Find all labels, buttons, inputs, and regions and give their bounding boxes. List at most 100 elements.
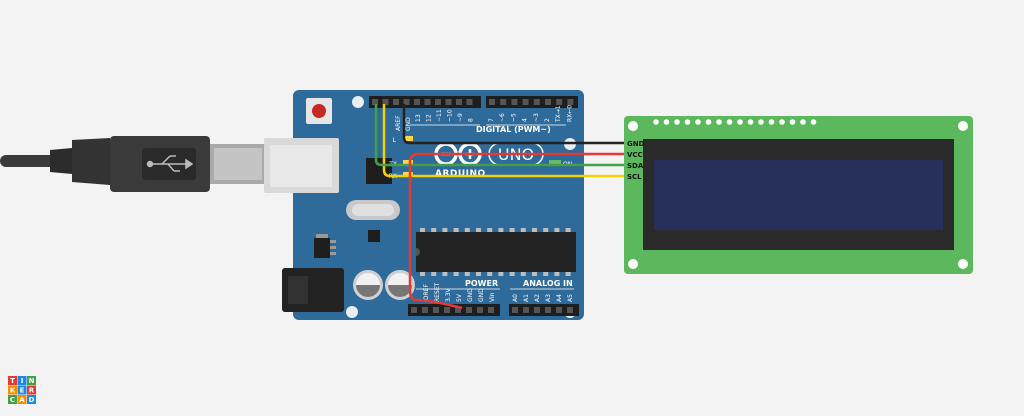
pin-socket[interactable] [372, 99, 378, 105]
pin-socket[interactable] [414, 99, 420, 105]
lcd-pin-hole[interactable] [695, 119, 701, 125]
capacitor [385, 270, 415, 300]
pin-socket[interactable] [500, 99, 507, 105]
pin-socket[interactable] [488, 307, 494, 313]
pin-label: Vin [489, 292, 496, 302]
power-jack-opening [288, 276, 308, 304]
pin-socket[interactable] [433, 307, 439, 313]
logo-letter: E [20, 387, 25, 395]
lcd-pin-hole[interactable] [779, 119, 785, 125]
pin-socket[interactable] [533, 99, 540, 105]
pin-socket[interactable] [545, 307, 551, 313]
reset-button-cap[interactable] [312, 104, 326, 118]
analog-header[interactable] [509, 304, 579, 316]
lcd-pin-hole[interactable] [789, 119, 796, 125]
mount-hole [958, 121, 968, 131]
pin-label: GND [467, 288, 474, 302]
power-header[interactable] [408, 304, 500, 316]
wire-gnd[interactable] [402, 104, 624, 145]
lcd-pin-hole[interactable] [716, 119, 722, 125]
pin-socket[interactable] [382, 99, 389, 105]
pin-label: A4 [556, 294, 563, 302]
pin-socket[interactable] [489, 99, 495, 105]
pin-label: GND [478, 288, 485, 302]
pin-label: 8 [468, 118, 475, 122]
mount-hole [628, 121, 638, 131]
lcd-pin-hole[interactable] [747, 119, 754, 125]
pin-socket[interactable] [424, 99, 431, 105]
pin-socket[interactable] [523, 307, 529, 313]
usb-plug-neck [72, 138, 110, 185]
crystal-face [352, 204, 394, 216]
pin-label: ~10 [447, 109, 454, 122]
logo-letter: A [19, 396, 25, 404]
pin-socket[interactable] [456, 99, 462, 105]
pin-socket[interactable] [567, 99, 574, 105]
pin-label: 13 [415, 114, 422, 122]
analog-header-label: ANALOG IN [523, 279, 573, 288]
pin-socket[interactable] [403, 99, 410, 105]
wire-sda[interactable] [374, 104, 624, 167]
pin-socket[interactable] [466, 307, 472, 313]
pin-label: 3.3V [445, 287, 452, 302]
lcd-pin-hole[interactable] [768, 119, 775, 125]
lcd-pin-hole[interactable] [810, 119, 817, 125]
lcd-pin-hole[interactable] [726, 119, 733, 125]
pin-label: ~6 [499, 113, 506, 122]
pin-socket[interactable] [556, 307, 562, 313]
pin-label: RESET [434, 282, 441, 302]
lcd-pin-hole[interactable] [653, 119, 659, 125]
wire-scl[interactable] [382, 104, 624, 178]
pin-socket[interactable] [411, 307, 417, 313]
lcd-pin-hole[interactable] [684, 119, 691, 125]
led-l-label: L [393, 137, 397, 144]
pin-socket[interactable] [522, 99, 529, 105]
pin-label: TX→1 [555, 105, 562, 123]
pin-socket[interactable] [455, 307, 461, 313]
logo-letter: I [21, 377, 24, 385]
pin-socket[interactable] [435, 99, 441, 105]
lcd-pin-hole[interactable] [737, 119, 743, 125]
pin-socket[interactable] [422, 307, 428, 313]
lcd-pin-hole[interactable] [705, 119, 712, 125]
wires[interactable] [374, 104, 624, 310]
pin-socket[interactable] [534, 307, 540, 313]
logo-letter: N [29, 377, 35, 385]
led-tx [403, 160, 413, 165]
lcd-pin-hole[interactable] [674, 119, 680, 125]
usb-cable[interactable] [0, 136, 265, 192]
pin-socket[interactable] [477, 307, 483, 313]
voltage-regulator [314, 234, 336, 258]
lcd-pin-hole[interactable] [758, 119, 764, 125]
lcd-screen [654, 160, 943, 230]
capacitor [353, 270, 383, 300]
pin-socket[interactable] [556, 99, 563, 105]
pin-socket[interactable] [545, 99, 551, 105]
pin-socket[interactable] [466, 99, 473, 105]
digital-header-label: DIGITAL (PWM~) [476, 125, 551, 134]
pin-socket[interactable] [567, 307, 573, 313]
pin-socket[interactable] [445, 99, 452, 105]
pin-socket[interactable] [511, 99, 518, 105]
pin-socket[interactable] [393, 99, 399, 105]
logo-letter: T [10, 377, 15, 385]
pin-socket[interactable] [512, 307, 518, 313]
digital-header[interactable] [369, 96, 578, 108]
lcd-pin-hole[interactable] [663, 119, 670, 125]
pin-socket[interactable] [444, 307, 450, 313]
pin-label: 4 [522, 118, 529, 122]
pin-label: A2 [534, 294, 541, 302]
pin-label: A5 [567, 294, 574, 302]
arduino-brand-label: ARDUINO [435, 169, 486, 179]
wire-vcc[interactable] [408, 152, 624, 310]
mount-hole [628, 259, 638, 269]
pin-label: A3 [545, 294, 552, 302]
logo-letter: K [10, 387, 16, 395]
lcd-pin-label: SCL [627, 173, 642, 181]
atmega-microcontroller [416, 228, 576, 276]
pin-label: 2 [544, 118, 551, 122]
lcd-pin-hole[interactable] [800, 119, 806, 125]
